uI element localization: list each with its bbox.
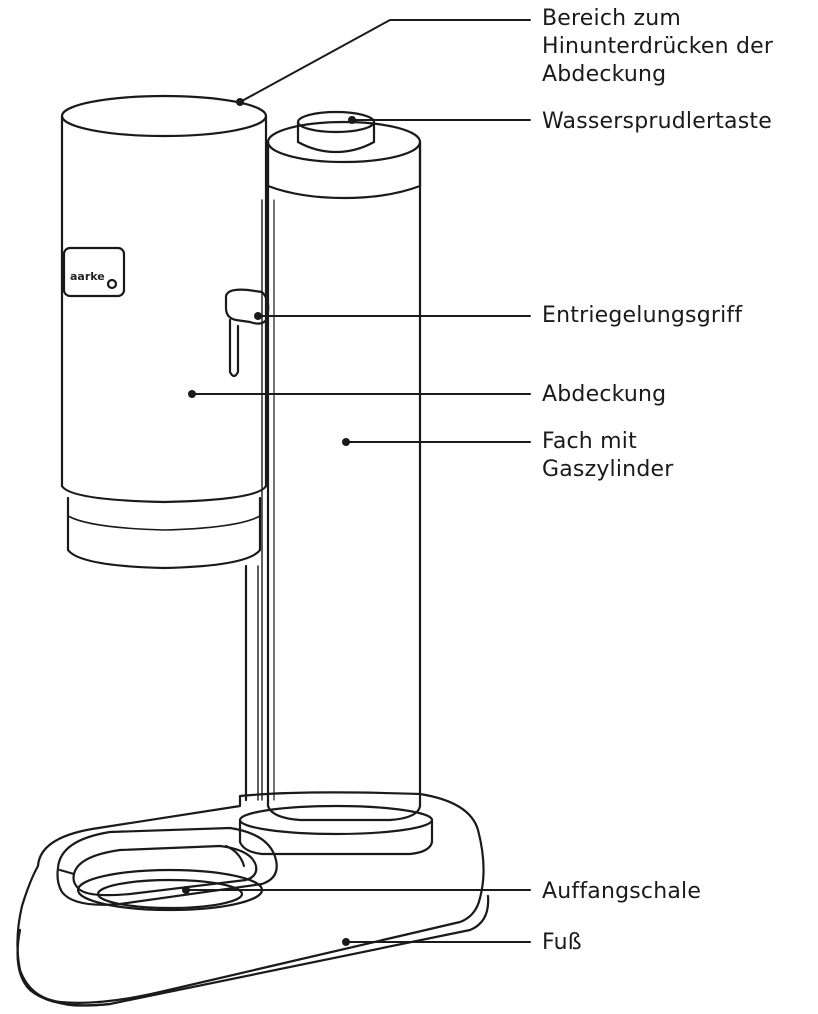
cylinder-compartment <box>238 120 434 856</box>
label-cylinder-compartment: Fach mit Gaszylinder <box>542 429 674 482</box>
brand-text: aarke <box>70 270 105 283</box>
label-cover: Abdeckung <box>542 382 667 407</box>
label-pressing-area: Bereich zum Hinunterdrücken der Abdeckun… <box>542 6 774 87</box>
label-drip-tray: Auffangschale <box>542 879 702 904</box>
drip-tray <box>56 826 278 912</box>
foot-base <box>16 791 490 1007</box>
label-release-handle: Entriegelungsgriff <box>542 303 743 328</box>
cover-body <box>60 94 268 802</box>
sparkle-button <box>296 110 376 154</box>
label-sparkle-button: Wassersprudlertaste <box>542 109 772 134</box>
brand-badge: aarke <box>62 246 126 298</box>
label-foot: Fuß <box>542 930 582 955</box>
callout-leaders <box>182 19 531 946</box>
release-handle <box>224 288 270 378</box>
